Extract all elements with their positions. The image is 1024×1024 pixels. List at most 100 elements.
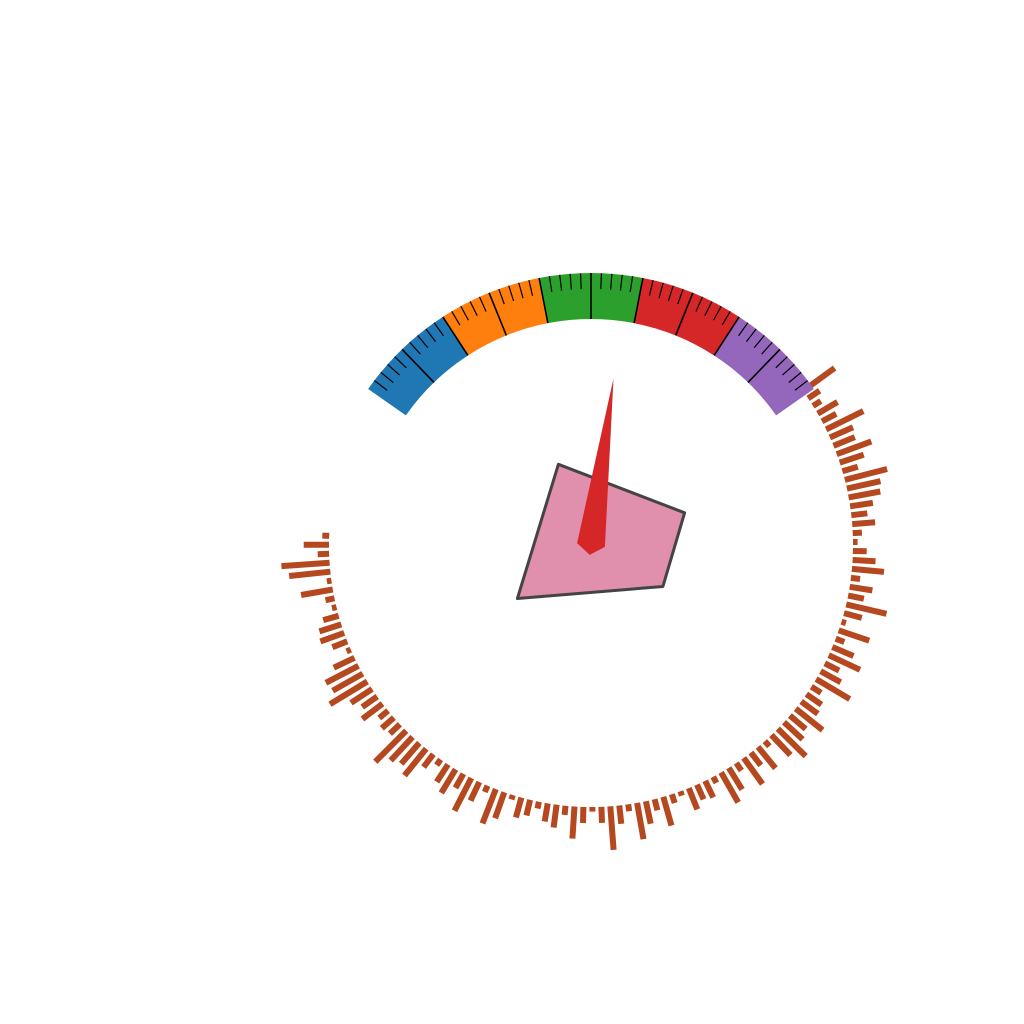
minor-tick — [629, 276, 634, 293]
radial-bar — [513, 796, 525, 819]
radial-bar — [598, 806, 605, 824]
minor-tick — [619, 274, 623, 291]
radial-bar — [467, 780, 483, 802]
radial-bar — [809, 684, 823, 696]
radial-bar — [669, 793, 678, 804]
radial-bar — [804, 691, 824, 708]
radial-bar — [331, 671, 365, 694]
radial-bar — [349, 686, 374, 706]
gauge-tick-marks — [373, 273, 809, 391]
radial-bar — [492, 791, 508, 820]
radial-bar — [835, 438, 873, 458]
radial-bar — [844, 466, 888, 483]
major-tick — [401, 348, 435, 383]
radial-bar — [755, 744, 778, 771]
radial-bar — [326, 577, 332, 585]
minor-tick — [738, 322, 749, 337]
radial-bar — [398, 740, 422, 766]
radial-bar — [421, 752, 436, 769]
radial-bar — [828, 424, 855, 441]
radial-bar — [569, 806, 578, 839]
radial-bar — [710, 775, 720, 785]
minor-tick — [409, 341, 421, 355]
radial-bar — [434, 757, 444, 767]
radial-bar — [787, 713, 808, 732]
radial-bar — [726, 766, 745, 791]
radial-bar — [541, 802, 551, 822]
radial-bar — [616, 805, 625, 825]
radial-bar — [852, 529, 863, 537]
radial-bar — [319, 630, 346, 645]
radial-bar — [846, 478, 882, 492]
radial-bar — [660, 795, 675, 827]
radial-bar — [508, 794, 516, 801]
minor-tick — [782, 363, 795, 376]
minor-tick — [518, 282, 524, 299]
minor-tick — [451, 311, 461, 326]
minor-tick — [559, 274, 563, 291]
radial-bar — [793, 706, 825, 733]
radial-bar — [741, 756, 765, 786]
minor-tick — [677, 288, 684, 305]
radial-bar — [841, 463, 859, 475]
radial-bar — [781, 719, 805, 742]
radial-bar — [849, 499, 874, 510]
radial-bar — [850, 510, 868, 519]
radial-bar — [550, 804, 560, 828]
gauge-needle-group — [577, 378, 614, 555]
radial-bar — [837, 627, 871, 644]
radial-bar — [288, 568, 331, 579]
radial-bar — [452, 772, 467, 790]
radial-bar-ring — [281, 365, 888, 851]
radial-bar — [482, 784, 491, 794]
radial-bar — [852, 557, 876, 565]
radial-bar — [479, 788, 499, 825]
radial-bar — [523, 799, 534, 817]
minor-tick — [387, 363, 400, 376]
minor-tick — [610, 273, 613, 290]
radial-bar — [762, 739, 772, 749]
radial-bar — [677, 790, 685, 797]
radial-bar — [824, 408, 865, 433]
radial-bar — [402, 746, 429, 778]
gauge-band-2 — [442, 277, 548, 356]
radial-bar — [607, 806, 617, 851]
minor-tick — [469, 301, 478, 316]
minor-tick — [746, 328, 757, 342]
major-tick — [538, 277, 549, 324]
radial-bar — [360, 694, 379, 710]
radial-bar — [733, 761, 744, 773]
minor-tick — [704, 301, 713, 316]
minor-tick — [528, 280, 534, 296]
radial-bar — [686, 786, 701, 811]
radial-bar — [831, 644, 855, 659]
radial-bar — [775, 726, 808, 759]
minor-tick — [658, 282, 664, 299]
minor-tick — [380, 371, 394, 383]
radial-bar — [634, 802, 647, 840]
radial-bar — [322, 612, 340, 623]
radial-bar — [847, 592, 865, 602]
gauge-needle — [577, 378, 614, 555]
minor-tick — [508, 285, 515, 302]
radial-bar — [379, 715, 396, 731]
minor-tick — [695, 296, 704, 312]
radial-bar — [806, 388, 822, 401]
minor-tick — [667, 285, 674, 302]
minor-tick — [600, 273, 603, 290]
minor-tick — [498, 288, 505, 305]
minor-tick — [788, 371, 802, 383]
minor-tick — [579, 273, 582, 290]
minor-tick — [713, 305, 722, 321]
radial-bar — [832, 434, 856, 449]
radial-bar — [848, 488, 881, 501]
major-tick — [633, 277, 644, 324]
radial-bar — [850, 574, 861, 582]
minor-tick — [753, 335, 765, 349]
radial-bar — [851, 565, 885, 575]
gauge-band-4 — [634, 277, 740, 356]
minor-tick — [548, 276, 553, 293]
radial-bar — [360, 701, 385, 722]
radial-bar — [820, 411, 838, 425]
